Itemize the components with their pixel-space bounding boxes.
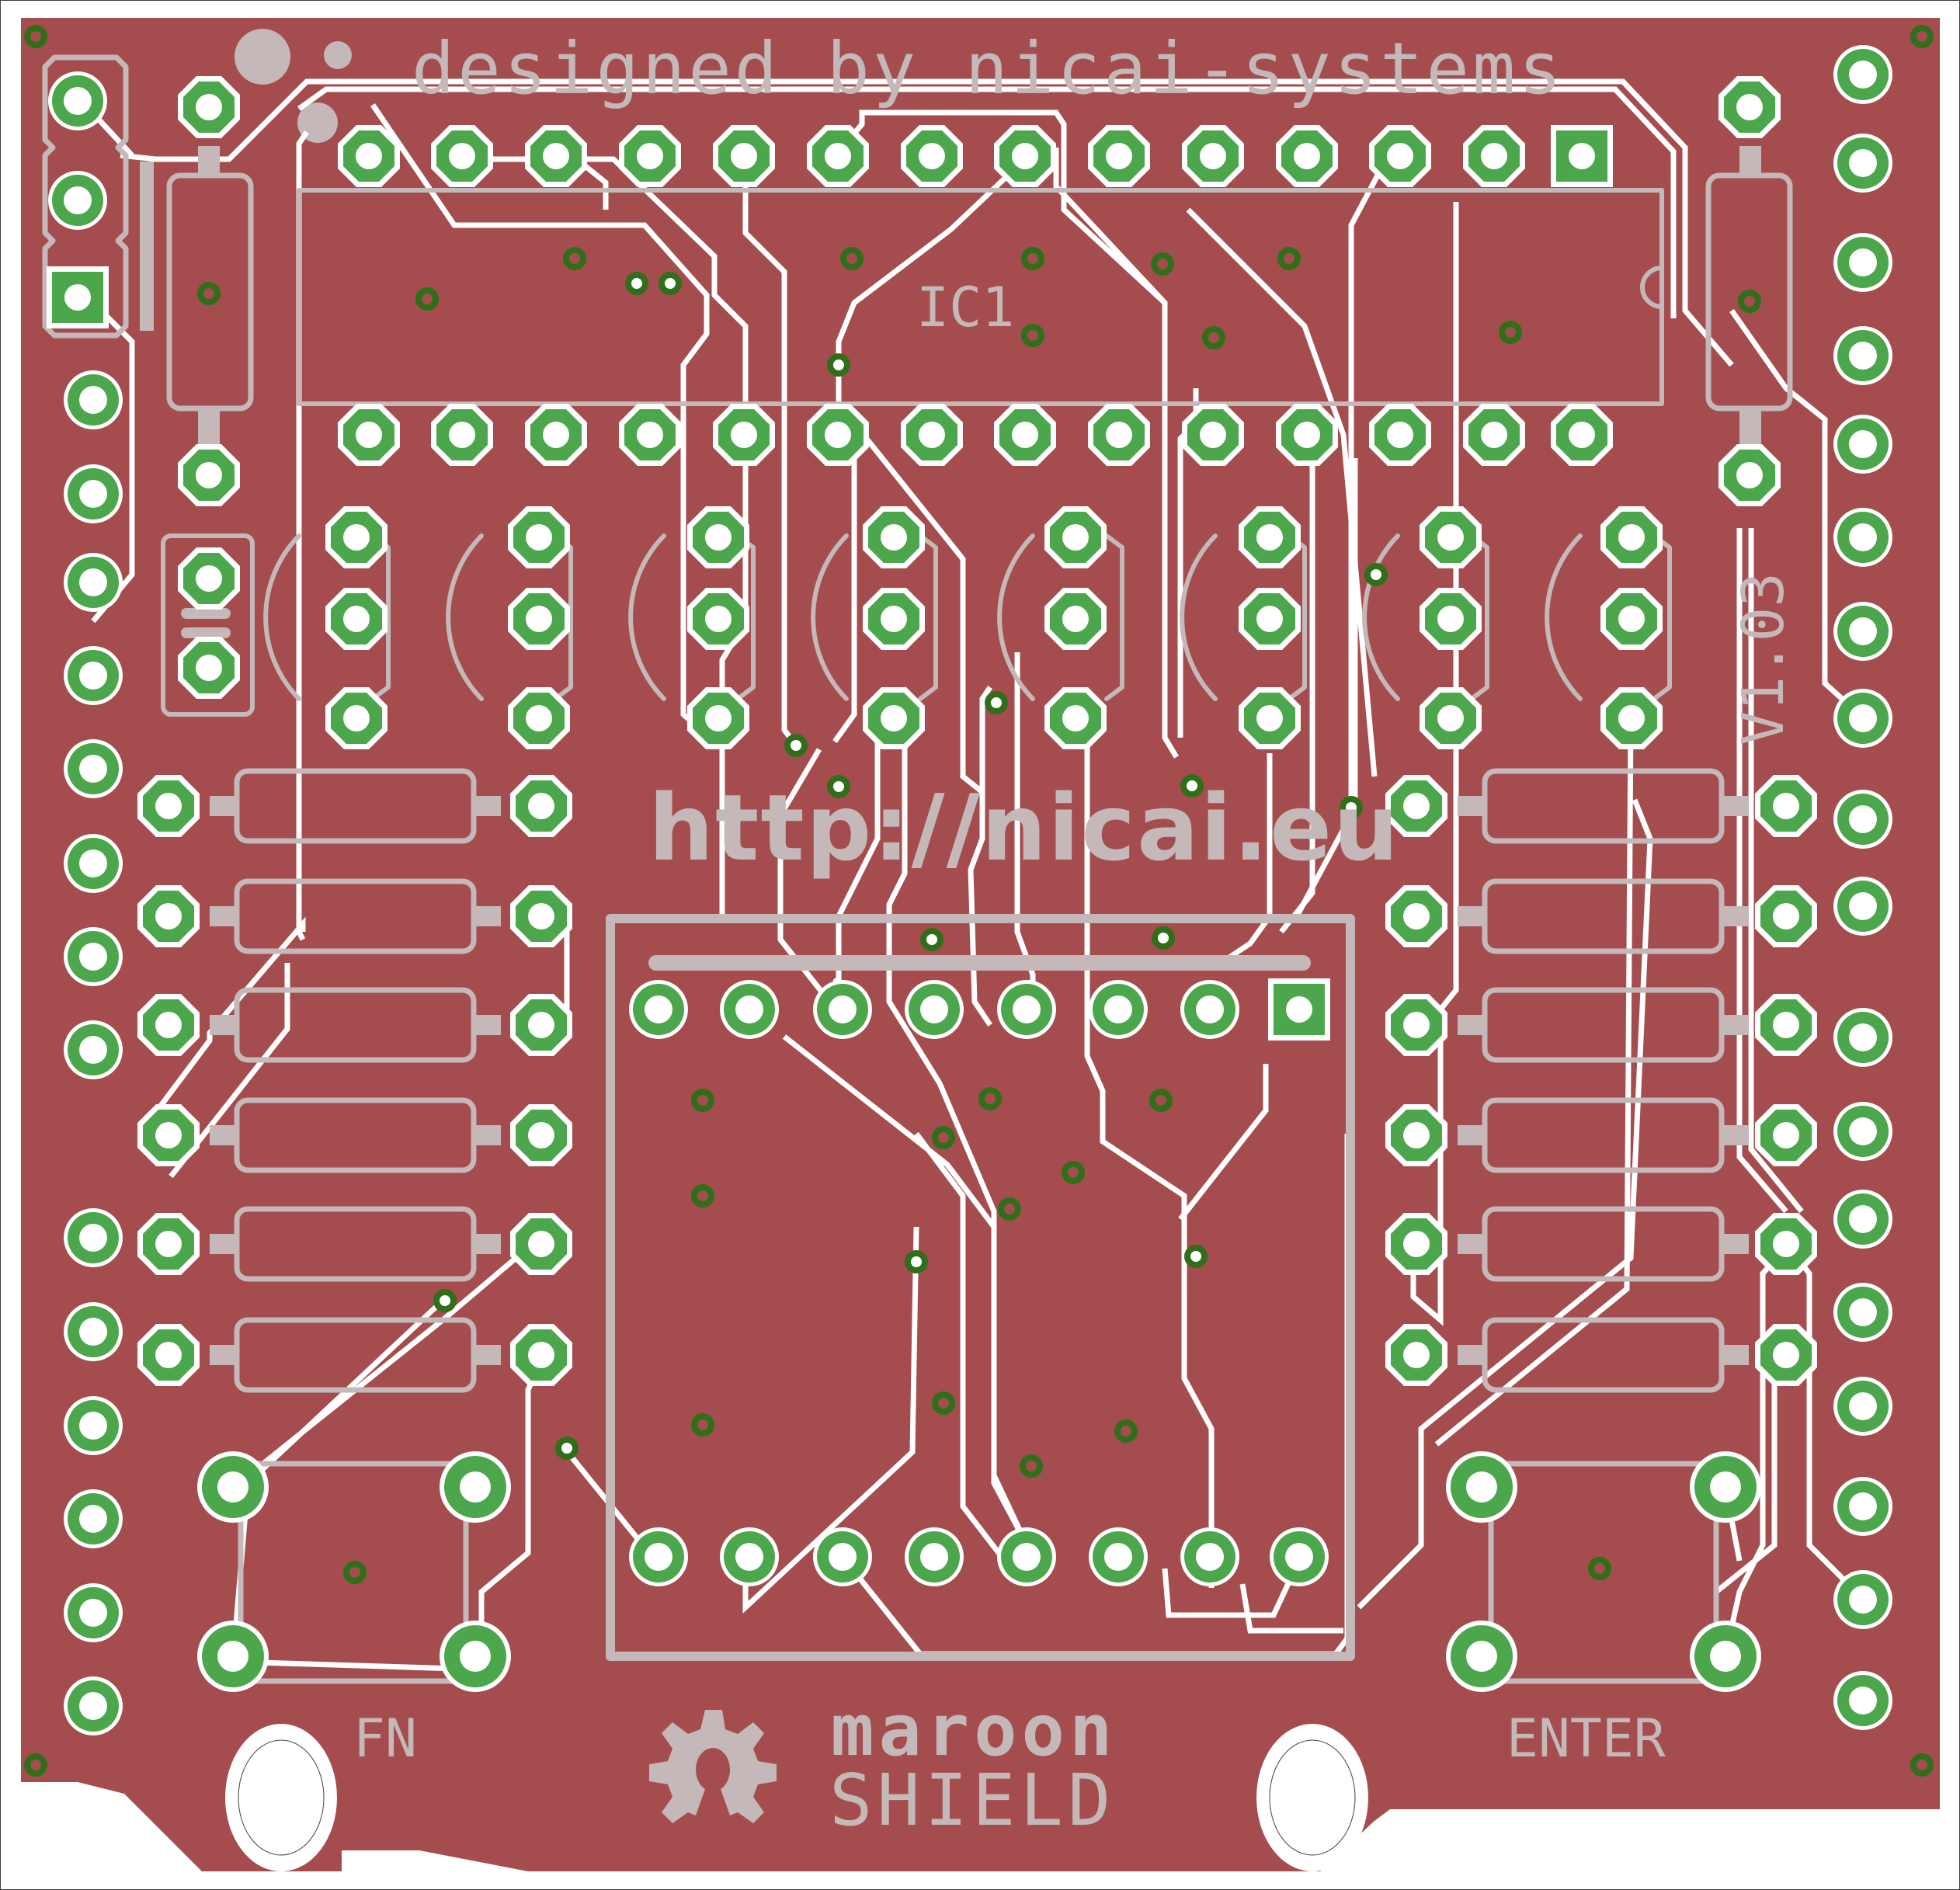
- header-pads-left: [64, 370, 123, 1735]
- fiducial-large: [235, 29, 290, 85]
- mounting-hole-left: [225, 1724, 337, 1871]
- board-outline: [21, 18, 1940, 1871]
- ic-reference-label: IC1: [916, 276, 1014, 339]
- version-label: V1.03: [1730, 572, 1797, 745]
- vias: [27, 28, 1930, 1774]
- header-pads-top-left: [47, 71, 109, 328]
- fiducial-small: [324, 41, 352, 69]
- button-fn-label: FN: [353, 1708, 417, 1770]
- credit-text: designed by nicai-systems: [412, 27, 1565, 110]
- silkscreen: [42, 54, 1793, 1684]
- product-name-line1: maroon: [831, 1689, 1117, 1772]
- mounting-hole-right: [1256, 1724, 1368, 1871]
- url-text: http://nicai.eu: [648, 774, 1400, 881]
- button-enter-label: ENTER: [1506, 1708, 1666, 1770]
- open-source-hardware-gear-icon: [649, 1710, 777, 1823]
- product-name-line2: SHIELD: [829, 1759, 1115, 1842]
